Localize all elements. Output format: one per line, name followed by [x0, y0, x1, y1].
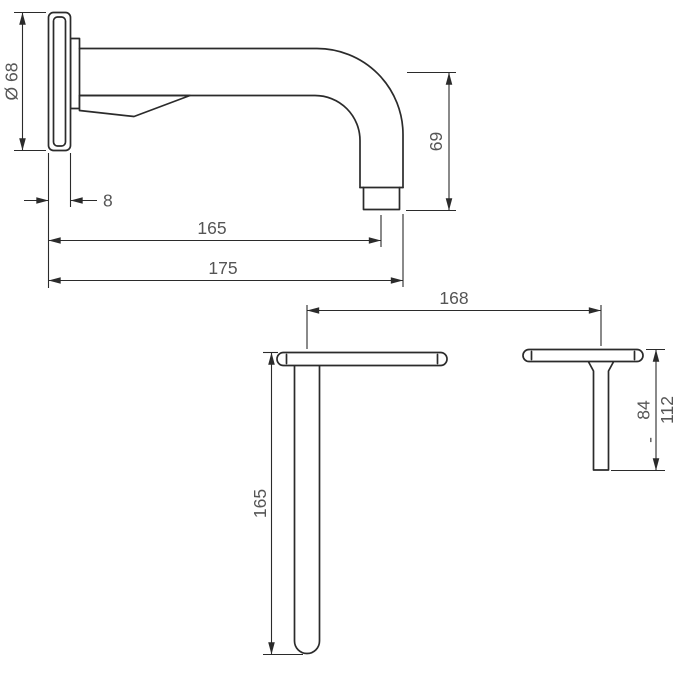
dim-hole-center-distance: 168 [306, 288, 602, 349]
side-view: Ø 68 8 165 175 69 [2, 11, 456, 288]
dim-spout-drop: 69 [406, 71, 456, 212]
dim-label-handle-projection-min: 84 [634, 400, 654, 420]
dim-flange-thickness: 8 [24, 153, 113, 288]
dim-label-flange-diameter: Ø 68 [2, 63, 22, 101]
wall-flange [47, 11, 72, 152]
spout-underside-wedge [78, 94, 191, 118]
spout-tube-plan [293, 364, 321, 655]
dim-handle-projection: 84 - 112 [611, 348, 675, 472]
dim-spout-length: 165 [250, 351, 303, 656]
handle-stem-plan [586, 359, 616, 471]
dim-label-flange-thickness: 8 [103, 191, 113, 211]
spout-plate-plan [276, 351, 448, 367]
flange-inner-edge [52, 16, 67, 147]
dim-reach-overall: 175 [48, 214, 404, 287]
spout-outer-contour [78, 47, 404, 189]
flange-outline [47, 11, 72, 152]
dim-label-spout-drop: 69 [426, 132, 446, 151]
dim-label-handle-projection-max: 112 [657, 396, 675, 424]
handle-plate-plan [522, 348, 644, 363]
dim-label-reach-overall: 175 [208, 258, 237, 278]
dim-label-hole-center-distance: 168 [439, 288, 468, 308]
dim-reach-to-spout-center: 165 [48, 215, 382, 247]
spout-inner-contour [78, 94, 361, 189]
plan-view: 168 165 84 - 112 [250, 288, 675, 656]
dim-label-handle-projection-separator: - [640, 437, 660, 443]
dim-label-reach-to-spout-center: 165 [197, 218, 226, 238]
dim-flange-diameter: Ø 68 [2, 11, 46, 152]
mounting-base [69, 37, 81, 110]
aerator-tip [362, 186, 401, 211]
dim-label-spout-length: 165 [250, 489, 270, 518]
